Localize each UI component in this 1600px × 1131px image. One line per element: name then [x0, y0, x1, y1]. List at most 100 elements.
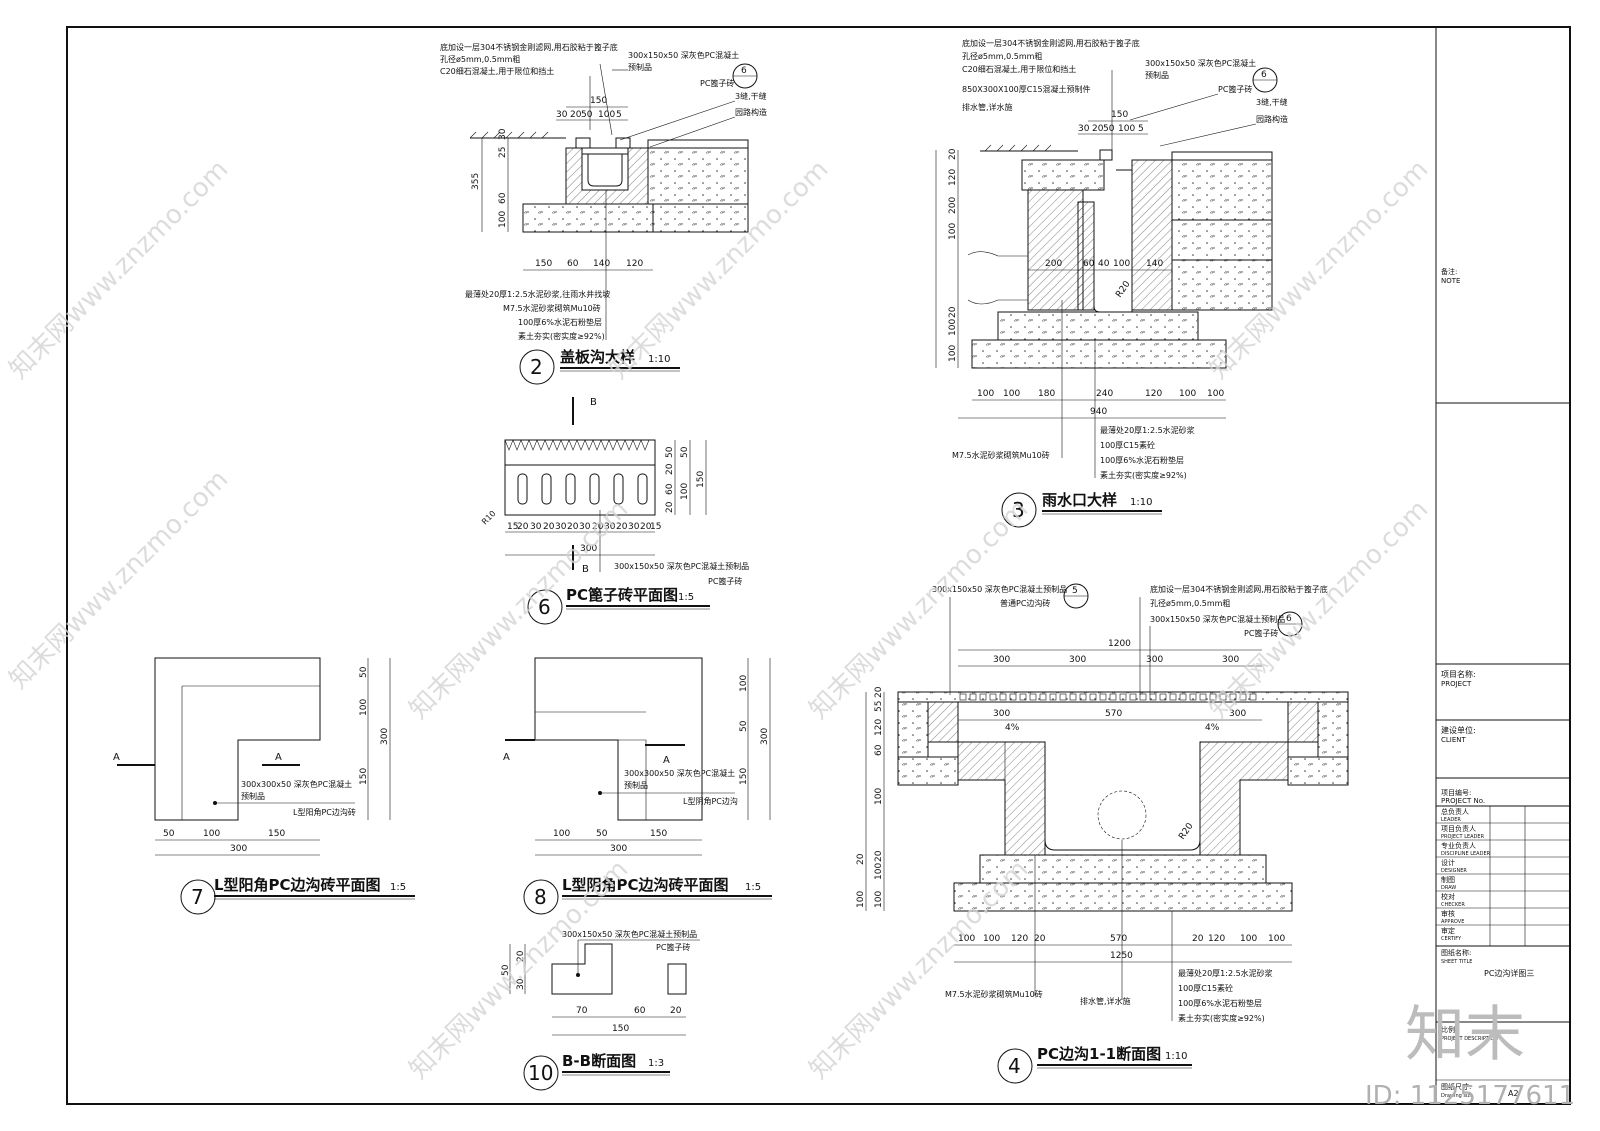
svg-text:60: 60: [498, 192, 508, 204]
svg-text:300: 300: [993, 655, 1010, 665]
svg-text:20: 20: [874, 850, 884, 862]
svg-text:预制品: 预制品: [624, 780, 648, 790]
svg-text:A: A: [503, 752, 510, 763]
svg-text:60: 60: [567, 259, 579, 269]
svg-text:8: 8: [534, 885, 547, 909]
d10-section-outline: [551, 943, 613, 995]
svg-text:20: 20: [948, 306, 958, 318]
svg-text:100: 100: [977, 389, 994, 399]
svg-text:校对: 校对: [1441, 892, 1455, 901]
detail-6-grate-plan: B R10 50 20 60 20 50 150 100 15 20 30 20…: [480, 397, 749, 625]
svg-text:300: 300: [993, 709, 1010, 719]
svg-text:30: 30: [628, 522, 640, 532]
svg-text:20: 20: [665, 501, 675, 513]
svg-text:1:5: 1:5: [678, 592, 694, 603]
svg-text:100: 100: [983, 934, 1000, 944]
svg-text:图纸尺寸:: 图纸尺寸:: [1441, 1082, 1471, 1091]
svg-text:30: 30: [1078, 124, 1090, 134]
svg-text:150: 150: [650, 829, 667, 839]
svg-text:15: 15: [650, 522, 661, 532]
d2-note-pc2: 预制品: [628, 62, 652, 72]
svg-text:最薄处20厚1:2.5水泥砂浆,往雨水井找坡: 最薄处20厚1:2.5水泥砂浆,往雨水井找坡: [465, 289, 610, 299]
svg-text:200: 200: [1045, 259, 1062, 269]
svg-text:3缝,干缝: 3缝,干缝: [1256, 97, 1288, 107]
d2-scale: 1:10: [648, 354, 670, 365]
svg-text:150: 150: [535, 259, 552, 269]
brand-watermark: 知末: [1405, 1000, 1525, 1070]
drawing-size: A2: [1508, 1089, 1519, 1098]
svg-text:50: 50: [596, 829, 608, 839]
svg-text:300x150x50 深灰色PC混凝土预制品: 300x150x50 深灰色PC混凝土预制品: [1150, 614, 1285, 624]
svg-text:项目负责人: 项目负责人: [1441, 824, 1476, 833]
svg-text:排水管,详水施: 排水管,详水施: [1080, 996, 1131, 1006]
svg-text:B: B: [590, 397, 597, 408]
svg-text:100厚C15素砼: 100厚C15素砼: [1178, 983, 1233, 993]
svg-text:300: 300: [580, 544, 597, 554]
d4-paving: [897, 691, 1349, 703]
svg-text:6: 6: [538, 595, 551, 619]
svg-text:1250: 1250: [1110, 951, 1133, 961]
svg-text:C20细石混凝土,用于限位和挡土: C20细石混凝土,用于限位和挡土: [962, 64, 1076, 74]
svg-text:100: 100: [948, 345, 958, 362]
svg-text:50: 50: [739, 720, 749, 732]
svg-text:PC篦子砖: PC篦子砖: [1244, 628, 1278, 638]
d3-left-wall: [1027, 189, 1084, 311]
d3-gravel-base: [971, 339, 1227, 369]
svg-text:180: 180: [1038, 389, 1055, 399]
svg-text:1:5: 1:5: [745, 882, 761, 893]
svg-text:20: 20: [592, 522, 604, 532]
svg-text:20: 20: [517, 522, 529, 532]
svg-text:普通PC边沟砖: 普通PC边沟砖: [1000, 598, 1050, 608]
svg-text:20: 20: [570, 110, 582, 120]
d2-note-gap: 3缝,干缝: [735, 91, 767, 101]
svg-text:R20: R20: [1114, 279, 1133, 299]
d6-slots: [517, 473, 648, 505]
svg-text:1:10: 1:10: [1130, 497, 1152, 508]
svg-text:300: 300: [610, 844, 627, 854]
d7-outline: [154, 657, 321, 821]
svg-text:CLIENT: CLIENT: [1441, 736, 1467, 744]
svg-text:100: 100: [1003, 389, 1020, 399]
svg-text:100: 100: [203, 829, 220, 839]
svg-text:最薄处20厚1:2.5水泥砂浆: 最薄处20厚1:2.5水泥砂浆: [1178, 968, 1273, 978]
svg-text:4%: 4%: [1005, 723, 1020, 733]
svg-text:100: 100: [1179, 389, 1196, 399]
svg-text:100: 100: [958, 934, 975, 944]
d4-left-wall: [957, 741, 1046, 856]
svg-text:M7.5水泥砂浆砌筑Mu10砖: M7.5水泥砂浆砌筑Mu10砖: [952, 450, 1050, 460]
svg-text:20: 20: [567, 522, 579, 532]
svg-text:20: 20: [640, 522, 652, 532]
svg-text:20: 20: [1092, 124, 1104, 134]
svg-text:园路构造: 园路构造: [1256, 114, 1288, 124]
svg-text:100: 100: [874, 891, 884, 908]
svg-text:1:3: 1:3: [648, 1058, 664, 1069]
svg-text:PC篦子砖: PC篦子砖: [1218, 84, 1252, 94]
detail-3-rain-inlet: 底加设一层304不锈钢金刚滤网,用石胶粘于篦子底 孔径ø5mm,0.5mm粗 C…: [935, 38, 1288, 528]
svg-text:M7.5水泥砂浆砌筑Mu10砖: M7.5水泥砂浆砌筑Mu10砖: [503, 303, 601, 313]
svg-text:140: 140: [1146, 259, 1163, 269]
svg-text:100: 100: [948, 319, 958, 336]
svg-text:A: A: [663, 755, 670, 766]
svg-text:素土夯实(密实度≥92%): 素土夯实(密实度≥92%): [1100, 470, 1187, 480]
d8-outline: [534, 657, 703, 821]
svg-text:300: 300: [1069, 655, 1086, 665]
svg-text:50: 50: [359, 666, 369, 678]
detail-7-outer-corner: A A 300x300x50 深灰色PC混凝土 预制品 L型阳角PC边沟砖 50…: [113, 657, 415, 915]
svg-text:PROJECT No.: PROJECT No.: [1441, 797, 1485, 805]
svg-text:300: 300: [230, 844, 247, 854]
svg-text:PC篦子砖: PC篦子砖: [708, 576, 742, 586]
svg-text:DISCIPLINE LEADER: DISCIPLINE LEADER: [1441, 851, 1491, 857]
svg-text:60: 60: [634, 1006, 646, 1016]
d2-brick-wall: [565, 147, 649, 205]
svg-text:CHECKER: CHECKER: [1441, 902, 1465, 908]
svg-text:20: 20: [874, 686, 884, 698]
svg-text:300: 300: [380, 728, 390, 745]
svg-text:300x150x50 深灰色PC混凝土: 300x150x50 深灰色PC混凝土: [1145, 58, 1256, 68]
svg-text:R20: R20: [1177, 821, 1196, 841]
svg-text:3: 3: [1012, 498, 1025, 522]
d2-title-num: 2: [530, 355, 543, 379]
svg-text:100: 100: [948, 223, 958, 240]
d2-path-structure: [647, 147, 749, 205]
